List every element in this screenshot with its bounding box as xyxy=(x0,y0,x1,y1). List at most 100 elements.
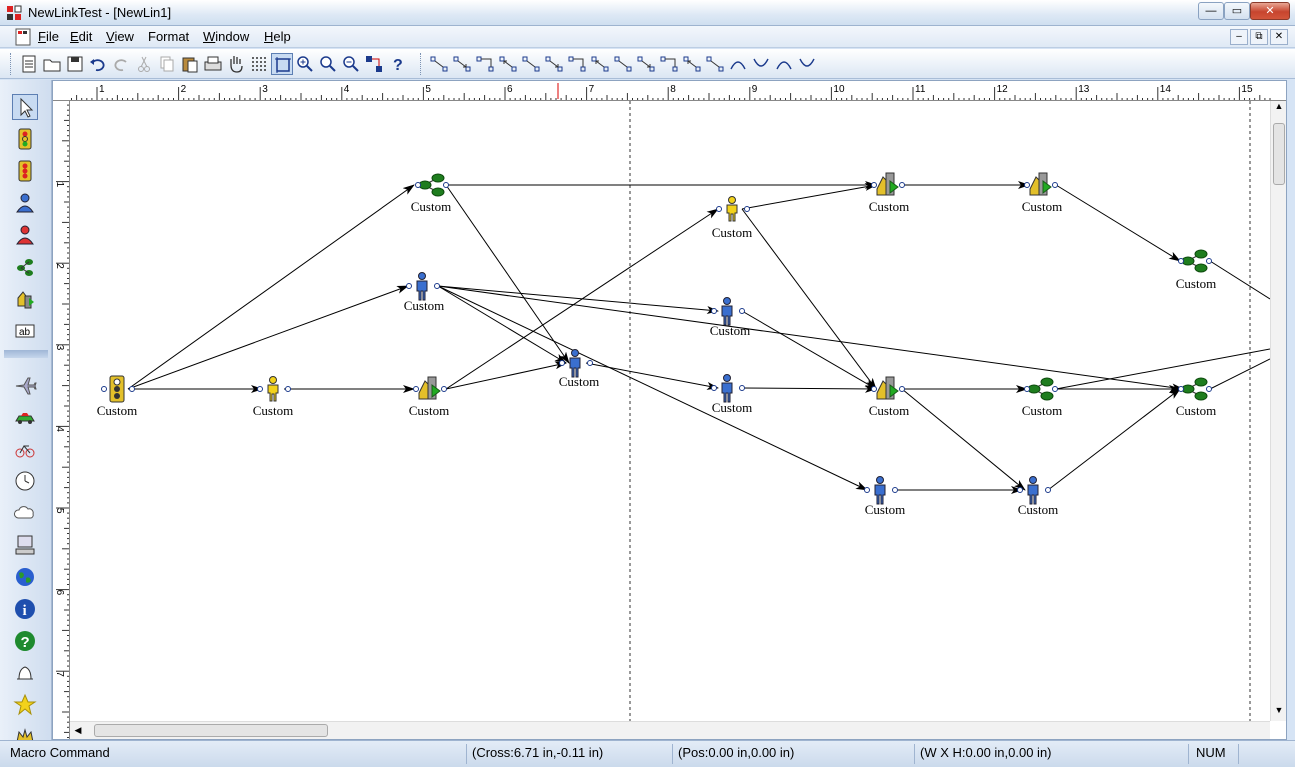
link-style-8-icon[interactable] xyxy=(589,53,611,75)
open-folder-icon[interactable] xyxy=(41,53,63,75)
crown-icon[interactable] xyxy=(12,724,38,740)
bell-icon[interactable] xyxy=(12,660,38,686)
print-icon[interactable] xyxy=(202,53,224,75)
link-style-11-icon[interactable] xyxy=(658,53,680,75)
link-style-9-icon[interactable] xyxy=(612,53,634,75)
pointer-tool-icon[interactable] xyxy=(12,94,38,120)
link-style-15-icon[interactable] xyxy=(750,53,772,75)
blue-person-node-icon[interactable] xyxy=(559,349,593,378)
undo-icon[interactable] xyxy=(87,53,109,75)
link-style-5-icon[interactable] xyxy=(520,53,542,75)
cut-icon[interactable] xyxy=(133,53,155,75)
server-icon[interactable] xyxy=(12,286,38,312)
server-boxes-node-icon[interactable] xyxy=(871,376,905,400)
green-cluster-icon[interactable] xyxy=(12,254,38,280)
toolbar-grip-2[interactable] xyxy=(420,53,423,75)
pan-hand-icon[interactable] xyxy=(225,53,247,75)
toolbar-grip[interactable] xyxy=(10,53,13,75)
mdi-minimize-button[interactable]: – xyxy=(1230,29,1248,45)
help-pointer-icon[interactable]: ? xyxy=(386,53,408,75)
menu-window[interactable]: Window xyxy=(203,29,250,44)
menu-help[interactable]: Help xyxy=(264,29,291,44)
link-style-7-icon[interactable] xyxy=(566,53,588,75)
traffic-light-red-icon[interactable] xyxy=(12,158,38,184)
server-boxes-node-icon[interactable] xyxy=(413,376,447,400)
menu-file[interactable]: File xyxy=(38,29,59,44)
link-style-4-icon[interactable] xyxy=(497,53,519,75)
link-style-13-icon[interactable] xyxy=(704,53,726,75)
user-blue-icon[interactable] xyxy=(12,190,38,216)
link-style-1-icon[interactable] xyxy=(428,53,450,75)
status-separator xyxy=(914,744,915,764)
info-icon[interactable]: i xyxy=(12,596,38,622)
minimize-button[interactable]: — xyxy=(1198,2,1224,20)
connection-port xyxy=(559,360,565,366)
star-icon[interactable] xyxy=(12,692,38,718)
new-icon[interactable] xyxy=(18,53,40,75)
scroll-down-arrow-icon[interactable]: ▼ xyxy=(1274,705,1284,715)
maximize-button[interactable]: ▭ xyxy=(1224,2,1250,20)
copy-icon[interactable] xyxy=(156,53,178,75)
connection-port xyxy=(1052,386,1058,392)
link-style-2-icon[interactable] xyxy=(451,53,473,75)
server-boxes-node-icon[interactable] xyxy=(871,172,905,196)
green-cluster-node-icon[interactable] xyxy=(415,173,449,197)
text-label-icon[interactable]: ab xyxy=(12,318,38,344)
server-boxes-node-icon[interactable] xyxy=(1024,172,1058,196)
green-cluster-node-icon[interactable] xyxy=(1178,249,1212,273)
globe-icon[interactable] xyxy=(12,564,38,590)
menu-edit[interactable]: Edit xyxy=(70,29,93,44)
link-style-17-icon[interactable] xyxy=(796,53,818,75)
link-style-10-icon[interactable] xyxy=(635,53,657,75)
mdi-restore-button[interactable]: ⧉ xyxy=(1250,29,1268,45)
link-style-16-icon[interactable] xyxy=(773,53,795,75)
link-style-3-icon[interactable] xyxy=(474,53,496,75)
select-frame-icon[interactable] xyxy=(271,53,293,75)
question-icon[interactable]: ? xyxy=(12,628,38,654)
yellow-person-node-icon[interactable] xyxy=(257,376,291,402)
close-button[interactable]: ✕ xyxy=(1250,2,1290,20)
blue-person-node-icon[interactable] xyxy=(1017,476,1051,505)
horizontal-scroll-thumb[interactable] xyxy=(94,724,328,737)
green-cluster-node-icon[interactable] xyxy=(1178,377,1212,401)
blue-person-node-icon[interactable] xyxy=(864,476,898,505)
zoom-100-icon[interactable] xyxy=(317,53,339,75)
car-icon[interactable] xyxy=(12,404,38,430)
scroll-up-arrow-icon[interactable]: ▲ xyxy=(1274,101,1284,111)
ruler-number: 14 xyxy=(1160,84,1172,95)
zoom-in-icon[interactable] xyxy=(294,53,316,75)
horizontal-scrollbar[interactable]: ◀ xyxy=(70,721,1270,739)
mdi-close-button[interactable]: ✕ xyxy=(1270,29,1288,45)
link-style-12-icon[interactable] xyxy=(681,53,703,75)
vertical-scroll-thumb[interactable] xyxy=(1273,123,1285,185)
blue-person-node-icon[interactable] xyxy=(711,297,745,326)
redo-icon[interactable] xyxy=(110,53,132,75)
scroll-left-arrow-icon[interactable]: ◀ xyxy=(74,725,82,735)
ruler-number: 3 xyxy=(262,84,268,95)
layout-icon[interactable] xyxy=(363,53,385,75)
link-line xyxy=(127,285,409,390)
bicycle-icon[interactable] xyxy=(12,436,38,462)
cloud-icon[interactable] xyxy=(12,500,38,526)
user-red-icon[interactable] xyxy=(12,222,38,248)
menu-view[interactable]: View xyxy=(106,29,134,44)
zoom-out-icon[interactable] xyxy=(340,53,362,75)
traffic-light-icon[interactable] xyxy=(12,126,38,152)
green-cluster-node-icon[interactable] xyxy=(1024,377,1058,401)
computer-icon[interactable] xyxy=(12,532,38,558)
blue-person-node-icon[interactable] xyxy=(406,272,440,301)
clock-icon[interactable] xyxy=(12,468,38,494)
blue-person-node-icon[interactable] xyxy=(711,374,745,403)
paste-icon[interactable] xyxy=(179,53,201,75)
link-style-6-icon[interactable] xyxy=(543,53,565,75)
node-label: Custom xyxy=(1021,199,1063,214)
menu-format[interactable]: Format xyxy=(148,29,190,44)
link-style-14-icon[interactable] xyxy=(727,53,749,75)
grid-icon[interactable] xyxy=(248,53,270,75)
vertical-scrollbar[interactable]: ▲ ▼ xyxy=(1270,101,1286,721)
yellow-person-node-icon[interactable] xyxy=(716,196,750,222)
airplane-icon[interactable] xyxy=(12,372,38,398)
save-icon[interactable] xyxy=(64,53,86,75)
traffic-light-node-icon[interactable] xyxy=(101,375,135,403)
